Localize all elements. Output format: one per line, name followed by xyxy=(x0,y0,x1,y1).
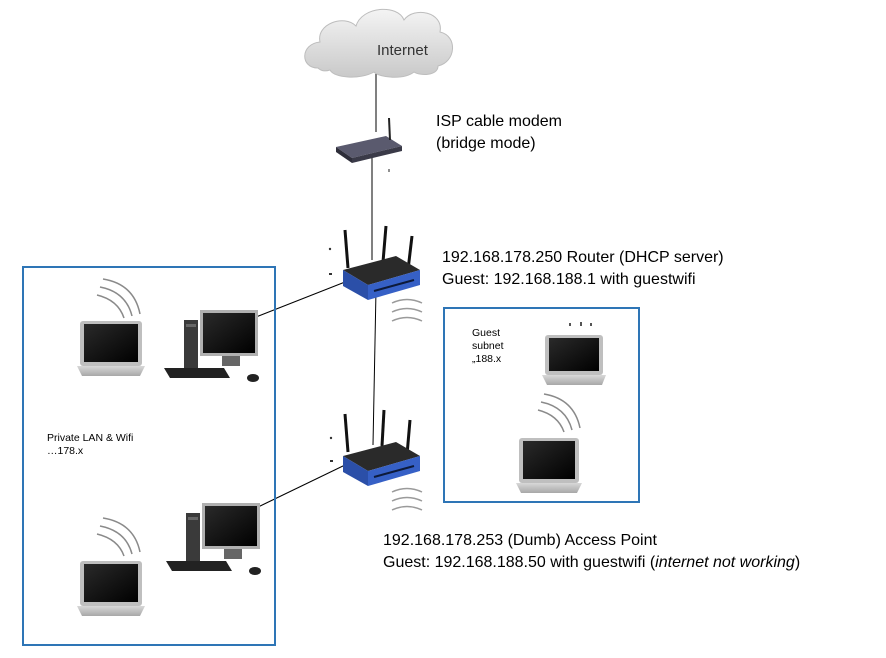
guest-subnet-label-line2: subnet xyxy=(472,340,504,352)
modem-label-line1: ISP cable modem xyxy=(436,113,562,130)
access-point-label-line1: 192.168.178.253 (Dumb) Access Point xyxy=(383,532,657,549)
link-router-desktop xyxy=(255,281,346,318)
access-point-guest-prefix: Guest: 192.168.188.50 with guestwifi ( xyxy=(383,554,656,571)
private-lan-label: Private LAN & Wifi …178.x xyxy=(47,432,133,458)
ap-wifi-waves-icon xyxy=(391,487,423,511)
private-lan-label-line2: …178.x xyxy=(47,445,84,457)
antenna-dots-icon xyxy=(569,322,592,326)
laptop-wifi-icon xyxy=(96,517,141,557)
modem-label: ISP cable modem (bridge mode) xyxy=(436,111,562,155)
guest-subnet-label: Guest subnet „188.x xyxy=(472,327,504,366)
access-point-guest-note: internet not working xyxy=(655,554,795,571)
laptop-icon xyxy=(516,438,582,493)
internet-cloud-icon xyxy=(304,8,453,78)
private-lan-label-line1: Private LAN & Wifi xyxy=(47,432,134,444)
laptop-wifi-icon xyxy=(96,278,141,319)
desktop-computer-icon xyxy=(164,310,259,382)
router-icon xyxy=(328,225,420,300)
link-ap-desktop xyxy=(255,464,346,509)
router-label-line2: Guest: 192.168.188.1 with guestwifi xyxy=(442,271,696,288)
internet-label: Internet xyxy=(377,42,428,59)
private-lan-box xyxy=(22,266,276,646)
link-router-ap xyxy=(372,289,377,446)
laptop-icon xyxy=(542,335,606,385)
router-label-line1: 192.168.178.250 Router (DHCP server) xyxy=(442,249,724,266)
laptop-icon xyxy=(77,561,145,616)
access-point-guest-suffix: ) xyxy=(794,554,801,571)
cable-modem-icon xyxy=(336,117,402,172)
guest-subnet-label-line1: Guest xyxy=(472,327,501,339)
desktop-computer-icon xyxy=(166,503,261,575)
guest-subnet-label-line3: „188.x xyxy=(472,353,502,365)
access-point-icon xyxy=(329,409,420,486)
modem-label-line2: (bridge mode) xyxy=(436,135,536,152)
connection-lines xyxy=(255,68,377,509)
laptop-icon xyxy=(77,321,145,376)
laptop-wifi-icon xyxy=(537,393,581,433)
router-label: 192.168.178.250 Router (DHCP server) Gue… xyxy=(442,247,724,291)
access-point-label-line2: Guest: 192.168.188.50 with guestwifi (in… xyxy=(383,552,800,574)
router-wifi-waves-icon xyxy=(391,298,423,322)
access-point-label: 192.168.178.253 (Dumb) Access Point Gues… xyxy=(383,530,800,574)
guest-subnet-box xyxy=(443,307,640,503)
